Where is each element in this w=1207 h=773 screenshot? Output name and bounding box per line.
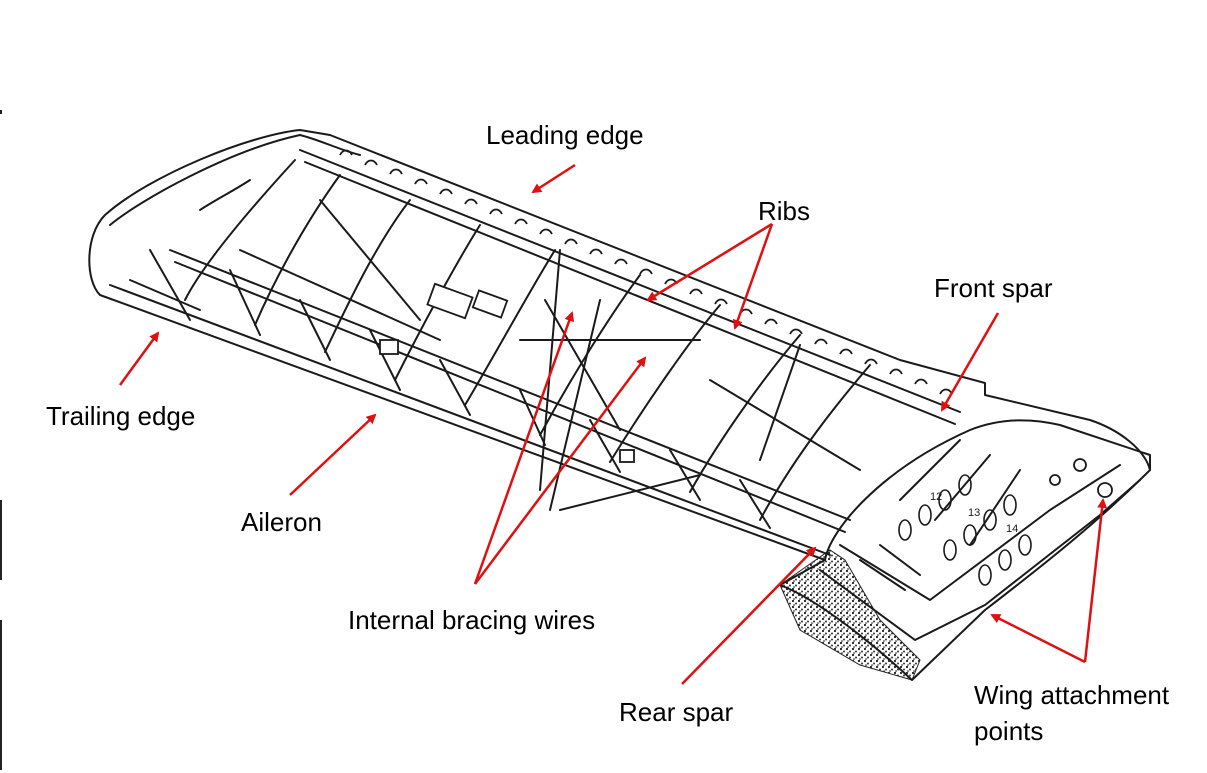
- label-rear-spar: Rear spar: [619, 697, 734, 727]
- label-front-spar: Front spar: [934, 273, 1053, 303]
- arrow-trailing-edge: [118, 331, 160, 386]
- edge-tick: [0, 110, 2, 114]
- arrow-bracing-1: [473, 311, 575, 585]
- label-wing-attachment-line1: Wing attachment: [974, 680, 1170, 710]
- fabric-covering-stipple: [779, 549, 921, 681]
- front-spar-line: [299, 149, 961, 413]
- edge-tick: [0, 500, 2, 580]
- label-wing-attachment-points: Wing attachment points: [974, 677, 1204, 749]
- label-ribs: Ribs: [758, 196, 811, 226]
- arrow-ribs-2: [732, 223, 774, 330]
- arrow-aileron: [289, 413, 377, 496]
- arrow-rear-spar: [681, 546, 817, 685]
- label-trailing-edge: Trailing edge: [46, 401, 196, 431]
- rib-number-13: 13: [968, 507, 980, 519]
- arrow-ribs-1: [646, 222, 773, 302]
- rear-spar-line: [169, 249, 851, 521]
- arrow-attach-1: [1083, 498, 1108, 663]
- arrow-front-spar: [940, 312, 1000, 412]
- arrow-attach-2: [990, 613, 1086, 664]
- arrow-leading-edge: [531, 163, 576, 194]
- label-wing-attachment-line2: points: [974, 716, 1044, 746]
- wing-outline: [88, 129, 1151, 681]
- label-aileron: Aileron: [241, 507, 322, 537]
- arrow-bracing-2: [474, 356, 647, 585]
- rib-number-12: 12: [930, 491, 942, 503]
- label-leading-edge: Leading edge: [486, 120, 644, 150]
- rib-number-14: 14: [1006, 523, 1018, 535]
- aileron-spar-line: [109, 284, 831, 556]
- edge-tick: [0, 620, 2, 770]
- label-internal-bracing-wires: Internal bracing wires: [348, 605, 596, 635]
